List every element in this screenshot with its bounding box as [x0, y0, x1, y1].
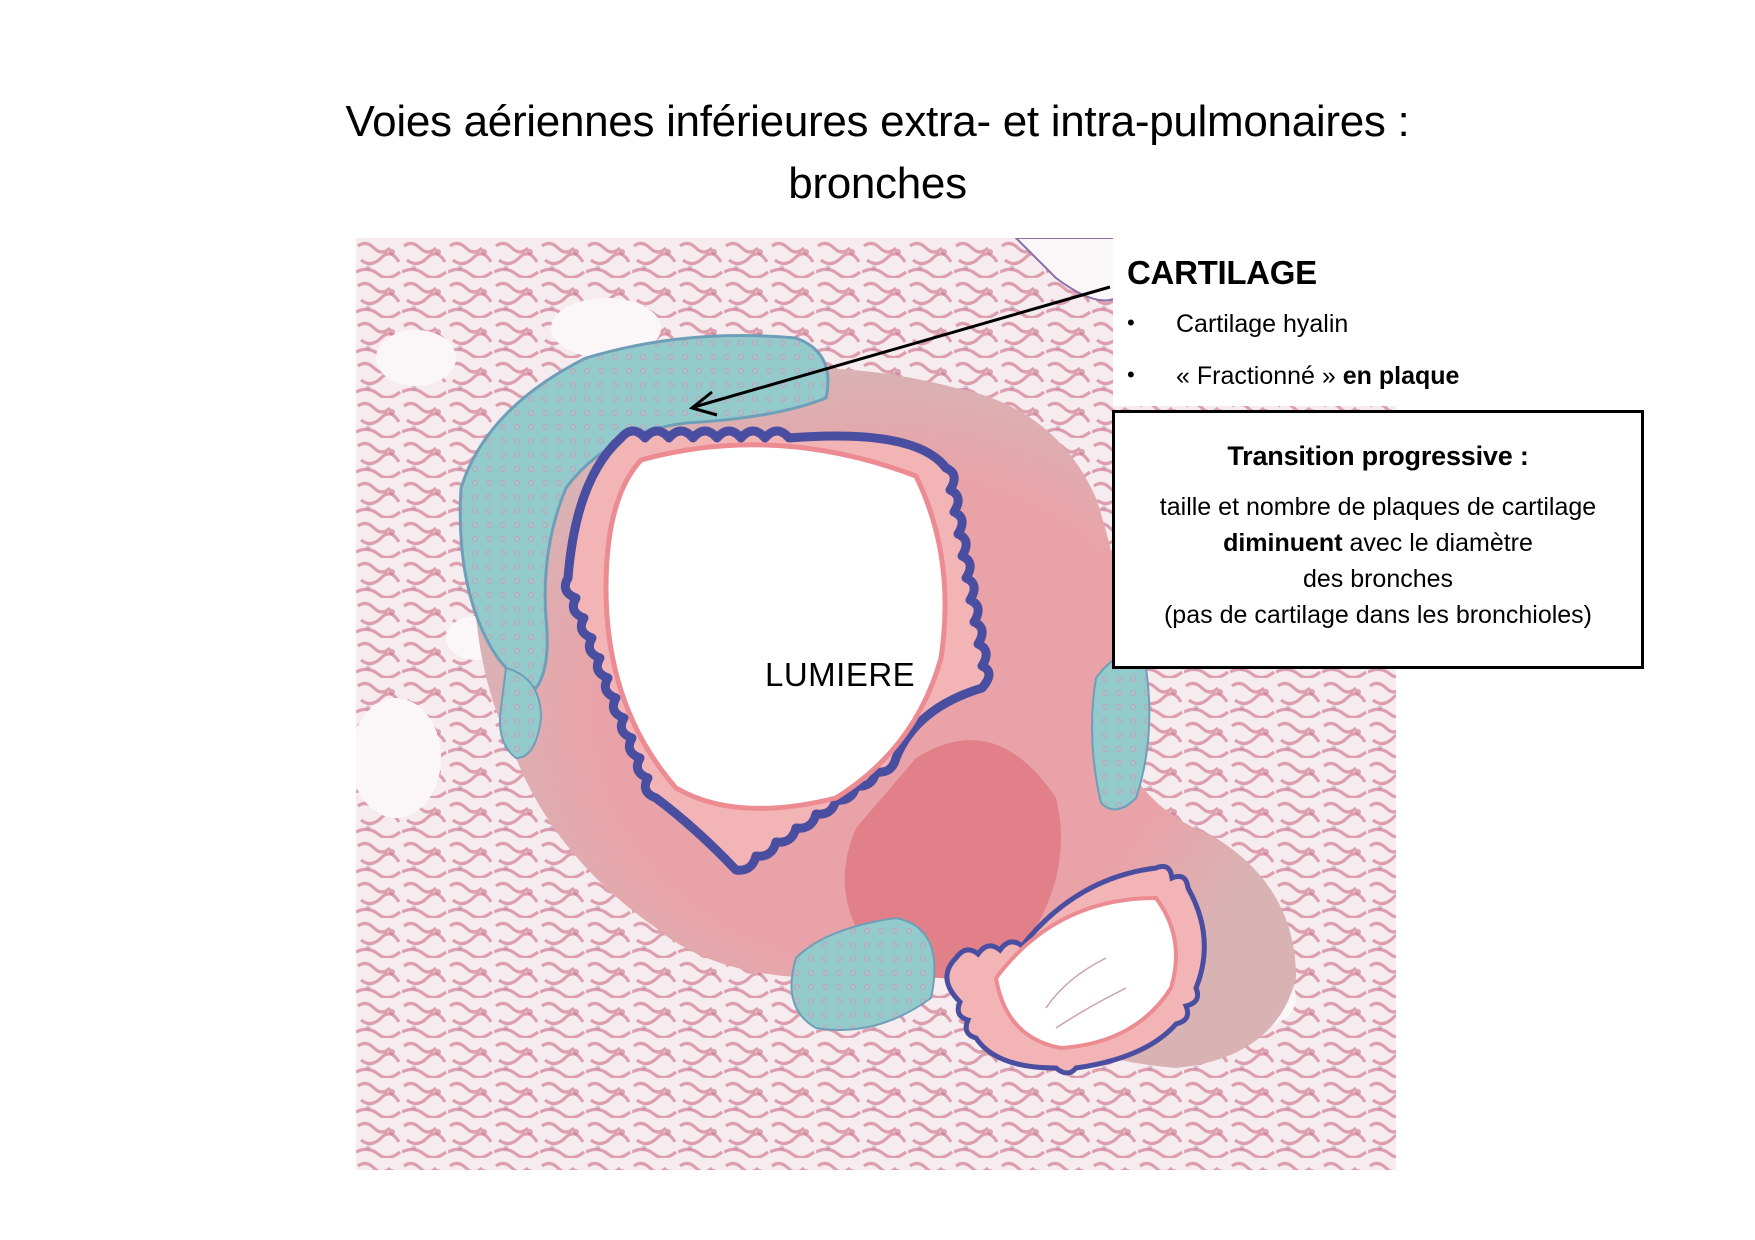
transition-line-4: (pas de cartilage dans les bronchioles)	[1163, 601, 1592, 629]
bullet-icon: •	[1127, 310, 1135, 335]
bullet-icon: •	[1127, 362, 1135, 387]
cartilage-panel: CARTILAGE • Cartilage hyalin • « Fractio…	[1113, 238, 1673, 406]
cartilage-heading: CARTILAGE	[1127, 254, 1317, 291]
transition-line-2-rest: avec le diamètre	[1342, 529, 1533, 557]
transition-title: Transition progressive :	[1227, 441, 1529, 471]
transition-bold-word: diminuent	[1223, 529, 1343, 557]
list-item-text: Cartilage hyalin	[1176, 310, 1349, 338]
lumen-label: LUMIERE	[765, 656, 916, 693]
title-line-2: bronches	[788, 159, 967, 209]
transition-callout-box: Transition progressive : taille et nombr…	[1112, 410, 1644, 669]
title-line-1: Voies aériennes inférieures extra- et in…	[345, 97, 1410, 147]
list-item-bold-text: en plaque	[1342, 362, 1460, 390]
transition-line-3: des bronches	[1302, 565, 1454, 593]
list-item: • Cartilage hyalin	[1127, 310, 1459, 362]
cartilage-list: • Cartilage hyalin • « Fractionné » en p…	[1127, 310, 1459, 414]
slide-title: Voies aériennes inférieures extra- et in…	[0, 91, 1755, 215]
transition-body: taille et nombre de plaques de cartilage…	[1115, 489, 1641, 633]
list-item-text: « Fractionné »	[1176, 362, 1343, 390]
transition-line-1: taille et nombre de plaques de cartilage	[1159, 493, 1597, 521]
list-item: • « Fractionné » en plaque	[1127, 362, 1459, 414]
transition-line-2: diminuent avec le diamètre	[1115, 525, 1641, 561]
